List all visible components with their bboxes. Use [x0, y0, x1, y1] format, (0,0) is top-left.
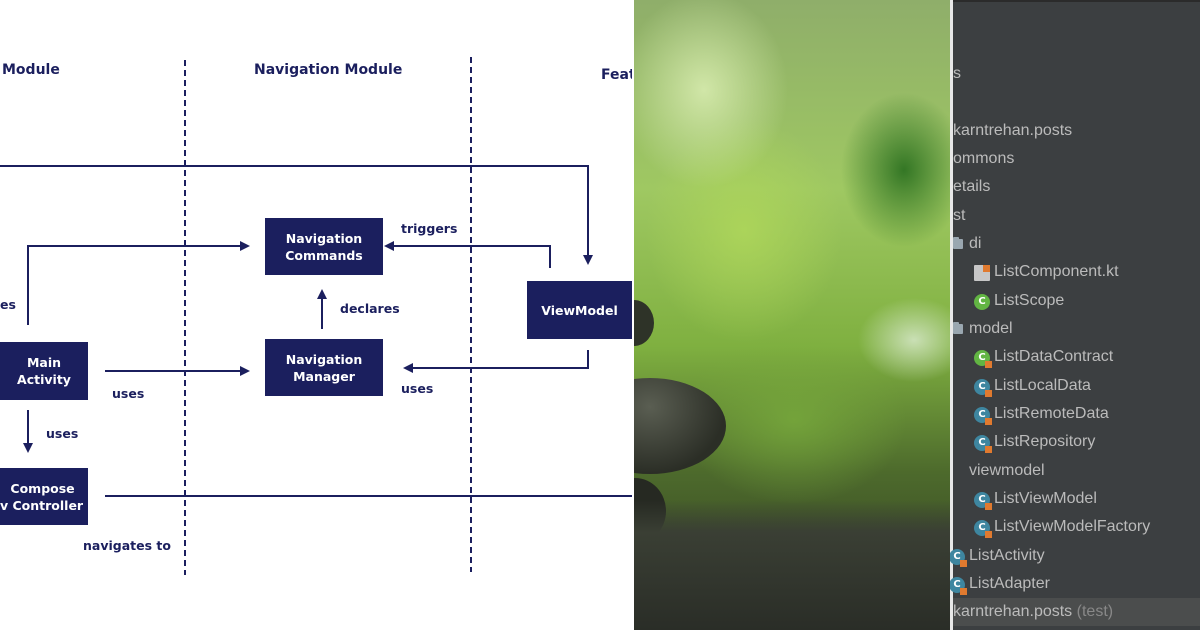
- tree-item-label: ListViewModel: [994, 490, 1097, 507]
- tree-item[interactable]: ListRepository: [953, 428, 1200, 456]
- navigation-manager-line-1: Navigation: [285, 351, 363, 367]
- tree-item[interactable]: ListActivity: [950, 542, 1200, 570]
- label-triggers: triggers: [401, 221, 458, 236]
- ide-top-border: [950, 0, 1200, 2]
- tree-item-label: ListScope: [994, 292, 1065, 309]
- tree-item[interactable]: ListComponent.kt: [953, 258, 1200, 286]
- label-uses-down: uses: [46, 426, 79, 441]
- tree-item[interactable]: ListRemoteData: [953, 400, 1200, 428]
- label-uses-activity: uses: [112, 386, 145, 401]
- navigation-commands-line-2: Commands: [285, 247, 363, 263]
- tree-item-label: ListComponent.kt: [994, 263, 1119, 280]
- tree-item[interactable]: ListDataContract: [953, 343, 1200, 371]
- tree-item-label: ListAdapter: [969, 575, 1050, 592]
- tree-item-label: st: [953, 207, 966, 224]
- folder-icon: [953, 322, 963, 334]
- feature-module-title: Feat: [601, 67, 632, 83]
- tree-folder-di[interactable]: di: [953, 230, 1200, 258]
- kotlin-class-icon: [974, 492, 992, 510]
- navigation-commands-line-1: Navigation: [285, 230, 363, 246]
- rock-ground: [634, 500, 950, 630]
- ide-project-tree: s karntrehan.posts ommons etails st di L…: [950, 0, 1200, 630]
- stone-top: [634, 300, 654, 346]
- tree-item-label: ListActivity: [969, 547, 1045, 564]
- navigation-manager-line-2: Manager: [293, 368, 355, 384]
- tree-item-selected[interactable]: karntrehan.posts (test): [953, 598, 1200, 626]
- app-module-title: Module: [2, 62, 60, 78]
- tree-folder-viewmodel[interactable]: viewmodel: [953, 457, 1200, 485]
- arrow-app-to-viewmodel: [0, 165, 593, 265]
- tree-item[interactable]: st: [953, 202, 1200, 230]
- kotlin-class-icon: [974, 407, 992, 425]
- label-declares: declares: [340, 301, 400, 316]
- green-bokeh-stones-photo: [634, 0, 950, 630]
- kotlin-file-icon: [974, 265, 990, 281]
- panel-separator: [950, 0, 953, 630]
- label-uses-viewmodel: uses: [401, 381, 434, 396]
- tree-item[interactable]: ommons: [953, 145, 1200, 173]
- kotlin-class-icon: [950, 577, 967, 595]
- tree-item[interactable]: etails: [953, 173, 1200, 201]
- kotlin-class-icon: [974, 435, 992, 453]
- compose-nav-controller-box: Compose v Controller: [0, 468, 88, 525]
- kotlin-class-icon: [974, 379, 992, 397]
- tree-item-label: karntrehan.posts: [953, 603, 1073, 620]
- diagram-connectors: [0, 57, 632, 575]
- main-activity-line-2: Activity: [17, 372, 71, 387]
- compose-nav-line-2: v Controller: [0, 497, 84, 513]
- tree-item-tag: (test): [1076, 603, 1114, 620]
- label-es: es: [0, 297, 16, 312]
- compose-nav-line-1: Compose: [10, 480, 75, 496]
- tree-item-text: karntrehan.posts (test): [953, 598, 1113, 626]
- tree-folder-model[interactable]: model: [953, 315, 1200, 343]
- arrow-viewmodel-triggers-commands: [384, 241, 551, 268]
- interface-icon: [974, 350, 992, 368]
- tree-item-label: s: [953, 65, 961, 82]
- folder-icon: [953, 237, 963, 249]
- tree-item[interactable]: ListViewModel: [953, 485, 1200, 513]
- tree-item-label: viewmodel: [969, 462, 1045, 479]
- kotlin-class-icon: [950, 549, 967, 567]
- main-activity-box: Main Activity: [0, 342, 88, 400]
- tree-item[interactable]: ListViewModelFactory: [953, 513, 1200, 541]
- viewmodel-label: ViewModel: [541, 302, 618, 318]
- navigation-module-title: Navigation Module: [254, 62, 403, 78]
- arrow-activity-to-commands: [27, 241, 250, 325]
- annotation-class-icon: [974, 294, 990, 310]
- label-navigates-to: navigates to: [83, 538, 171, 553]
- tree-item-label: karntrehan.posts: [953, 122, 1073, 139]
- main-activity-line-1: Main: [26, 355, 62, 370]
- tree-item-label: ListViewModelFactory: [994, 518, 1151, 535]
- tree-item[interactable]: s: [953, 60, 1200, 88]
- navigation-manager-box: Navigation Manager: [265, 339, 383, 396]
- kotlin-class-icon: [974, 520, 992, 538]
- tree-item[interactable]: ListLocalData: [953, 372, 1200, 400]
- tree-item-label: ommons: [953, 150, 1015, 167]
- tree-item[interactable]: ListScope: [953, 287, 1200, 315]
- tree-item-label: di: [969, 235, 982, 252]
- navigation-commands-box: Navigation Commands: [265, 218, 383, 275]
- tree-item-label: ListLocalData: [994, 377, 1091, 394]
- viewmodel-box: ViewModel: [527, 281, 632, 339]
- stone-middle: [634, 378, 726, 474]
- architecture-diagram: Module Navigation Module Feat Navigation…: [0, 57, 632, 575]
- tree-item-label: etails: [953, 178, 991, 195]
- arrow-viewmodel-uses-manager: [403, 350, 589, 373]
- tree-item[interactable]: ListAdapter: [950, 570, 1200, 598]
- tree-item-label: ListDataContract: [994, 348, 1114, 365]
- tree-item-label: model: [969, 320, 1013, 337]
- tree-item-label: ListRemoteData: [994, 405, 1109, 422]
- tree-item[interactable]: karntrehan.posts: [953, 117, 1200, 145]
- tree-item-label: ListRepository: [994, 433, 1096, 450]
